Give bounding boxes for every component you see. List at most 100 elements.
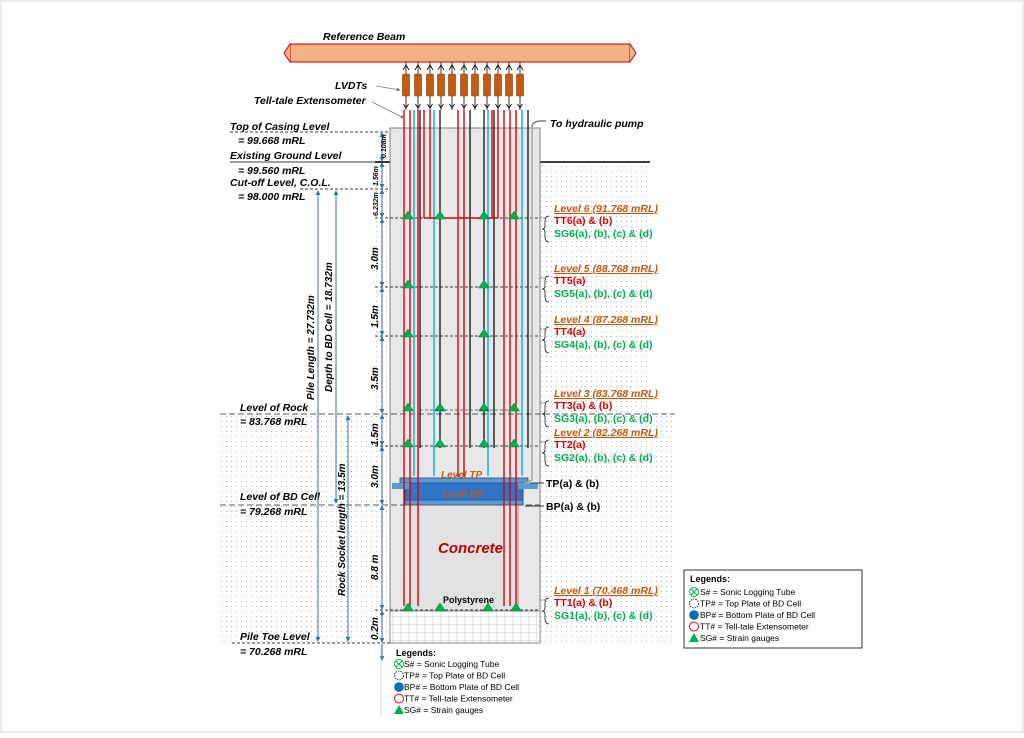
dim-30a: 3.0m [370,247,381,270]
rock-level-value: = 83.768 mRL [240,416,307,428]
instrument-cables [403,110,529,606]
strain-gauge-label: SG6(a), (b), (c) & (d) [554,228,653,240]
legend-item: TT# = Tell-tale Extensometer [700,622,809,632]
strain-gauge-icon [478,402,490,412]
strain-gauge-icon [434,438,446,448]
polystyrene-layer [389,610,541,644]
pile-length-label: Pile Length = 27.732m [306,295,317,400]
bd-level-value: = 79.268 mRL [240,506,307,518]
top-plate [399,477,529,484]
depth-bd-label: Depth to BD Cell = 18.732m [324,262,335,392]
strain-gauge-icon [689,633,699,642]
dim-30b: 3.0m [370,465,381,488]
strain-gauge-icon [508,402,520,412]
legend-bottom-title: Legends: [396,648,436,658]
legend-item: S# = Sonic Logging Tube [700,587,795,597]
toe-level-value: = 70.268 mRL [240,646,307,658]
strain-gauge-label: SG5(a), (b), (c) & (d) [554,288,653,300]
lvdts-label: LVDTs [335,80,367,92]
level-bp-label: Level BP [443,489,484,500]
strain-gauge-icon [402,279,414,289]
telltale-label: TT1(a) & (b) [554,597,612,609]
lvdt-body [483,73,491,97]
strain-gauge-icon [394,705,404,714]
polystyrene-label: Polystyrene [443,595,494,605]
strain-gauge-icon [478,210,490,220]
rock-socket-label: Rock Socket length = 13.5m [337,463,348,596]
strain-gauge-icon [434,402,446,412]
reference-beam: Reference Beam [283,31,637,63]
strain-gauge-icon [434,602,446,612]
legend-item: SG# = Strain gauges [700,633,779,643]
dim-15b: 1.5m [370,423,381,446]
strain-gauge-icon [478,279,490,289]
strain-gauge-icon [508,438,520,448]
dim-35: 3.5m [370,367,381,390]
dim-0108: 0.108m [381,134,388,158]
telltale-label: TT4(a) [554,326,586,338]
telltale-icon [394,693,404,704]
dim-156: 1.56m [373,166,380,186]
strain-gauge-icon [478,438,490,448]
lvdt-body [437,73,445,97]
tp-label: TP(a) & (b) [546,478,599,490]
lvdt-body [460,73,468,97]
dim-6232: 6.232m [373,192,380,216]
legend-item: TT# = Tell-tale Extensometer [404,694,513,704]
level-title: Level 2 (82.268 mRL) [554,427,658,439]
telltale-label: Tell-tale Extensometer [254,95,367,107]
lvdt-body [471,73,479,97]
casing-level-value: = 99.668 mRL [238,135,305,147]
lvdt-body [414,73,422,97]
strain-gauge-icon [402,210,414,220]
lvdt-array [402,62,524,110]
strain-gauge-label: SG4(a), (b), (c) & (d) [554,339,653,351]
rock-level-title: Level of Rock [240,402,309,414]
dim-02: 0.2m [370,617,381,640]
level-annotations: Level 6 (91.768 mRL)TT6(a) & (b)SG6(a), … [540,203,658,625]
legend-item: SG# = Strain gauges [404,705,483,715]
lvdt-body [402,73,410,97]
concrete-block [409,504,519,612]
lvdt-body [505,73,513,97]
top-plate-icon [689,598,699,609]
bottom-plate-icon [394,682,404,692]
lvdt-body [426,73,434,97]
toe-level-title: Pile Toe Level [240,631,311,643]
strain-gauge-icon [508,210,520,220]
lvdt-body [494,73,502,97]
legend-box-title: Legends: [690,574,730,584]
telltale-icon [689,621,699,632]
legend-item: TP# = Top Plate of BD Cell [404,671,505,681]
level-tp-label: Level TP [441,470,482,481]
ground-level-title: Existing Ground Level [230,150,343,162]
level-title: Level 6 (91.768 mRL) [554,203,658,215]
legend-item: S# = Sonic Logging Tube [404,659,499,669]
level-title: Level 5 (88.768 mRL) [554,263,658,275]
telltale-label: TT5(a) [554,275,586,287]
strain-gauge-label: SG2(a), (b), (c) & (d) [554,452,653,464]
level-title: Level 1 (70.468 mRL) [554,585,658,597]
strain-gauge-icon [402,602,414,612]
strain-gauge-icon [402,438,414,448]
dim-88: 8.8 m [370,554,381,580]
bd-level-title: Level of BD Cell [240,491,321,503]
bottom-plate-icon [689,610,699,620]
strain-gauge-icon [510,602,522,612]
concrete-label: Concrete [438,540,503,557]
legend-item: TP# = Top Plate of BD Cell [700,599,801,609]
strain-gauge-icon [482,602,494,612]
telltale-label: TT3(a) & (b) [554,400,612,412]
lvdt-body [516,73,524,97]
pump-label: To hydraulic pump [550,118,644,130]
level-title: Level 4 (87.268 mRL) [554,314,658,326]
strain-gauge-icon [402,402,414,412]
strain-gauges [402,210,522,612]
lvdt-body [448,73,456,97]
bottom-plate [404,499,524,506]
dim-15a: 1.5m [370,305,381,328]
strain-gauge-icon [478,328,490,338]
col-value: = 98.000 mRL [238,191,305,203]
